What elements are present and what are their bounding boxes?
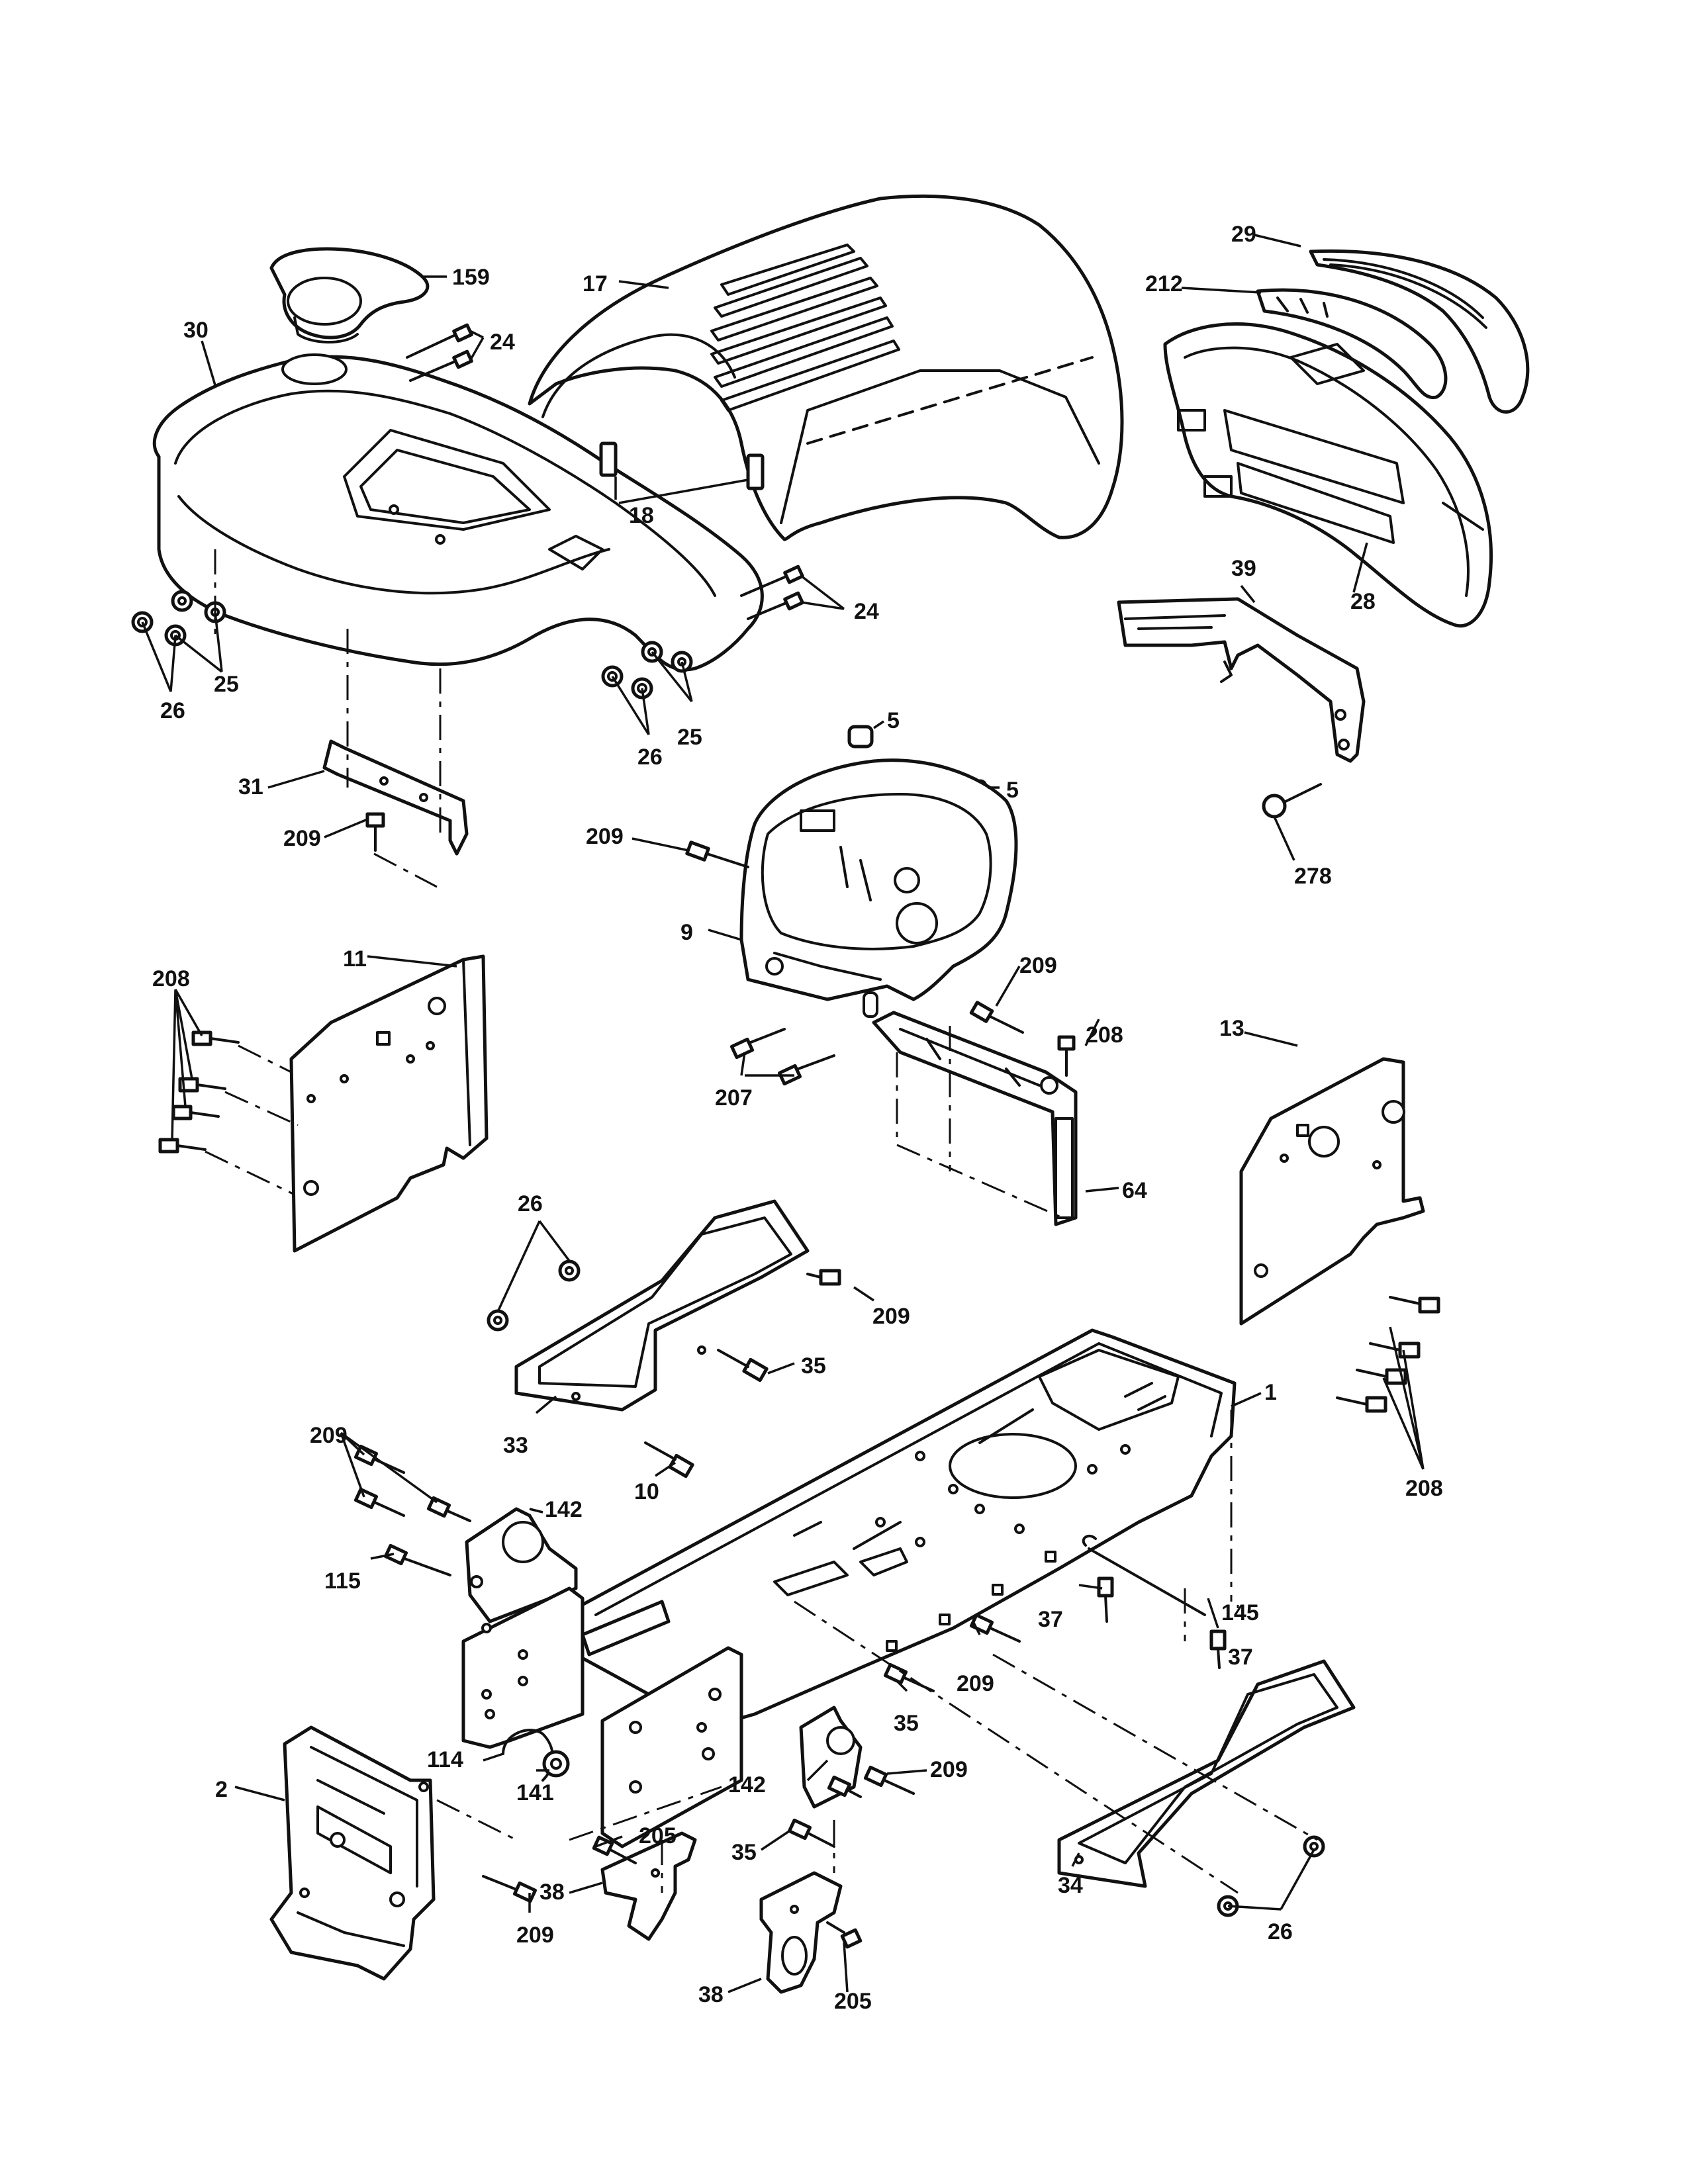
callout-labels: 159 30 24 17 29 212 18 28 39 24 25 26 25… xyxy=(152,222,1443,2014)
part-64-dash-bracket xyxy=(872,1011,1078,1226)
callout-25-left: 25 xyxy=(214,672,239,697)
part-31-fender-bracket xyxy=(322,739,469,856)
callout-208-dash: 208 xyxy=(1086,1023,1123,1048)
callout-26-left: 26 xyxy=(160,698,185,723)
part-28-grille-housing xyxy=(1163,322,1493,628)
callout-35-lower: 35 xyxy=(731,1840,757,1865)
callout-26-mid: 26 xyxy=(637,745,663,770)
front-plate-bar xyxy=(581,1600,671,1657)
callout-5-upper: 5 xyxy=(887,708,900,733)
callout-142-upper: 142 xyxy=(545,1497,583,1522)
part-13-right-side-panel xyxy=(1239,1057,1425,1326)
callout-24-lower: 24 xyxy=(854,599,879,624)
callout-208-left: 208 xyxy=(152,966,190,991)
callout-37-right: 37 xyxy=(1228,1645,1253,1670)
callout-115: 115 xyxy=(324,1569,361,1594)
callout-278: 278 xyxy=(1294,864,1332,889)
part-141-nut xyxy=(542,1750,570,1778)
frame-bolts xyxy=(353,1444,1227,1949)
part-209-bolt-a xyxy=(365,812,385,852)
callout-5-lower: 5 xyxy=(1006,778,1019,803)
callout-31: 31 xyxy=(238,774,263,799)
callout-209-dash: 209 xyxy=(586,824,624,849)
part-30-fender-deck xyxy=(152,353,764,672)
callout-209-front: 209 xyxy=(310,1423,348,1448)
callout-9: 9 xyxy=(680,920,693,945)
right-footrest-nuts xyxy=(1217,1835,1325,1917)
callout-159: 159 xyxy=(452,265,490,290)
leader-lines xyxy=(141,234,1425,1993)
callout-212: 212 xyxy=(1145,271,1183,296)
callout-28: 28 xyxy=(1350,589,1376,614)
front-side-plate-right xyxy=(600,1646,743,1848)
callout-209-dash-right: 209 xyxy=(1019,953,1057,978)
part-18-hood-bumpers xyxy=(599,441,765,490)
part-142-bracket-upper xyxy=(465,1507,578,1623)
part-24-bolts-lower xyxy=(740,565,804,620)
callout-209-bottom: 209 xyxy=(516,1923,554,1948)
callout-209-footrest: 209 xyxy=(872,1304,910,1329)
part-29-grille-top xyxy=(1309,249,1530,414)
part-38-bracket-left xyxy=(600,1831,697,1941)
callout-17: 17 xyxy=(583,271,608,296)
callout-37-left: 37 xyxy=(1038,1607,1063,1632)
part-33-left-footrest xyxy=(514,1199,810,1412)
part-34-right-footrest xyxy=(1057,1659,1356,1888)
part-11-left-side-panel xyxy=(289,954,489,1253)
part-114-spring-clip xyxy=(502,1729,554,1782)
callout-1: 1 xyxy=(1264,1380,1277,1405)
callout-35-footrest: 35 xyxy=(801,1353,826,1379)
callout-142-lower: 142 xyxy=(728,1772,766,1797)
assembly-dashed-lines xyxy=(205,549,1318,1894)
callout-39: 39 xyxy=(1231,556,1256,581)
callout-24-upper: 24 xyxy=(490,330,515,355)
callout-141: 141 xyxy=(516,1780,554,1805)
part-17-hood xyxy=(528,194,1124,541)
callout-64: 64 xyxy=(1122,1178,1147,1203)
part-278-screw xyxy=(1262,783,1322,819)
callout-38-lower: 38 xyxy=(698,1982,724,2007)
callout-13: 13 xyxy=(1219,1016,1244,1041)
part-159-fuel-cap-cover xyxy=(269,247,430,343)
callout-11: 11 xyxy=(343,946,367,972)
callout-35-frame: 35 xyxy=(894,1711,919,1736)
callout-2: 2 xyxy=(215,1777,228,1802)
part-38-bracket-right xyxy=(759,1871,843,1994)
hood-vent-slots xyxy=(710,244,900,412)
part-208-bolts-right xyxy=(1336,1296,1440,1413)
callout-209-lower: 209 xyxy=(930,1757,968,1782)
callout-26-footrest: 26 xyxy=(518,1191,543,1216)
footrest-hardware xyxy=(487,1259,841,1479)
part-2-front-bracket xyxy=(269,1725,436,1981)
part-9-dash-panel xyxy=(739,758,1018,1018)
callout-205-upper: 205 xyxy=(639,1823,677,1848)
callout-209-frame: 209 xyxy=(957,1671,994,1696)
callout-10: 10 xyxy=(634,1479,659,1504)
part-39-hood-bracket xyxy=(1117,597,1366,763)
part-208-bolt-dash xyxy=(1057,1035,1076,1077)
callout-26-right: 26 xyxy=(1268,1919,1293,1944)
part-208-bolts-left xyxy=(158,1030,240,1154)
callout-145: 145 xyxy=(1221,1600,1259,1625)
callout-205-lower: 205 xyxy=(834,1989,872,2014)
callout-208-right: 208 xyxy=(1405,1476,1443,1501)
part-24-bolts-upper xyxy=(406,323,473,382)
part-145-rod xyxy=(1082,1534,1206,1616)
callout-209-fender: 209 xyxy=(283,826,321,851)
callout-33: 33 xyxy=(503,1433,528,1458)
callout-30: 30 xyxy=(183,318,209,343)
front-side-plate-left xyxy=(461,1586,585,1749)
callout-38-upper: 38 xyxy=(539,1880,565,1905)
part-212-grille-insert xyxy=(1256,288,1448,400)
callout-25-mid: 25 xyxy=(677,725,702,750)
callout-29: 29 xyxy=(1231,222,1256,247)
callout-114: 114 xyxy=(427,1747,463,1772)
callout-34: 34 xyxy=(1058,1873,1083,1898)
callout-207: 207 xyxy=(715,1085,753,1111)
callout-18: 18 xyxy=(629,503,654,528)
